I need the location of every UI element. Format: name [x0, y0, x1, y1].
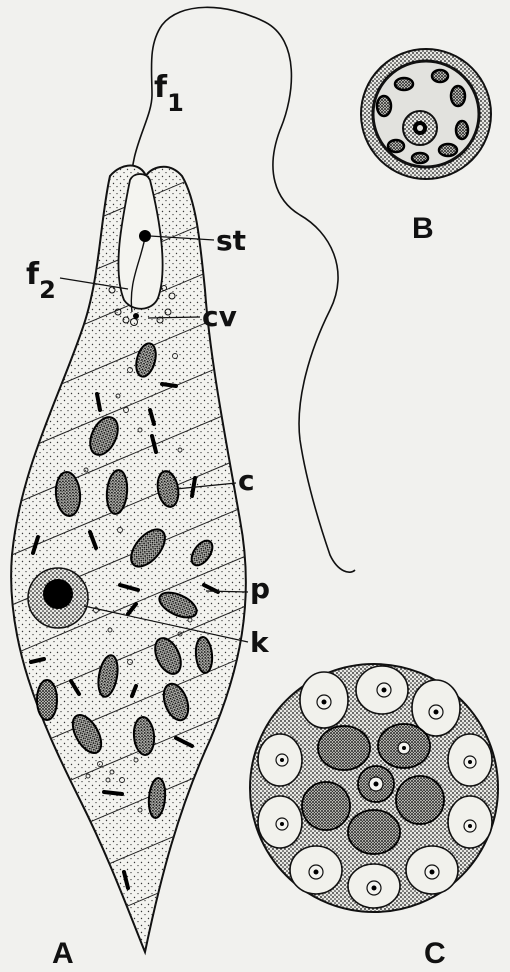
panel-label-c: C [424, 937, 446, 970]
stigma-eyespot [139, 230, 151, 242]
label-p: p [250, 572, 270, 605]
label-f1: f1 [154, 70, 184, 117]
panel-b-cyst: B [361, 49, 491, 245]
label-cv: cv [202, 300, 237, 333]
label-k: k [250, 626, 270, 659]
label-st: st [216, 224, 246, 257]
panel-label-a: A [52, 937, 74, 970]
panel-c-palmella-colony: C [250, 664, 498, 970]
label-c: c [238, 464, 255, 497]
label-f2: f2 [26, 257, 56, 304]
karyosome [43, 579, 73, 609]
panel-label-b: B [412, 212, 434, 245]
